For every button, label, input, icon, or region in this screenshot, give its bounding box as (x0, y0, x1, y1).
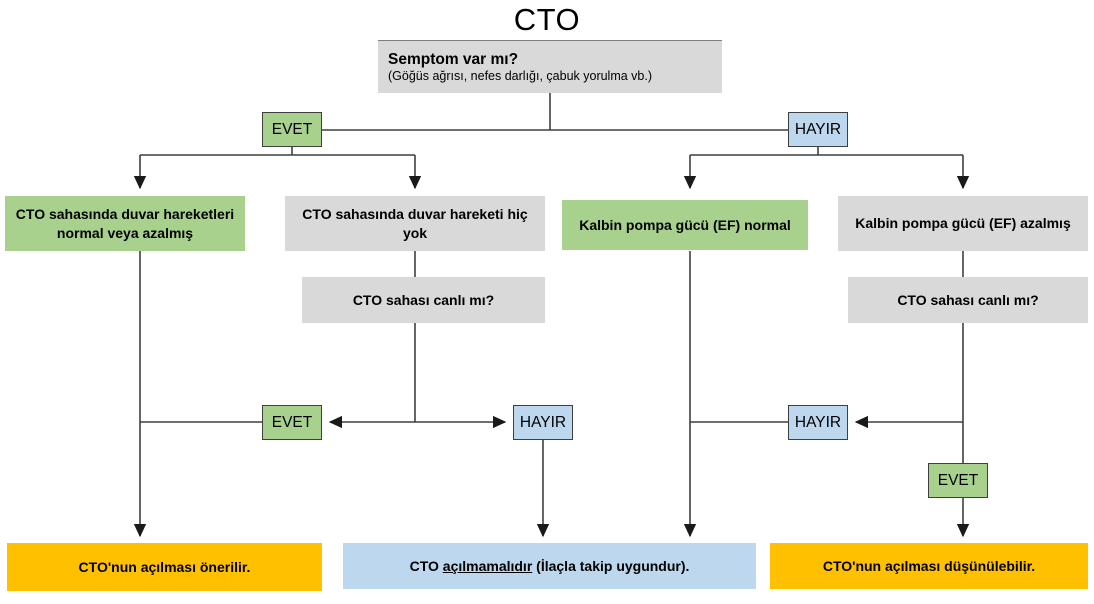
decision-tag-label: EVET (271, 413, 313, 431)
viability-question-left: CTO sahası canlı mı? (302, 277, 545, 323)
decision-tag-hayir-right[interactable]: HAYIR (788, 405, 848, 440)
branch-tag-hayir-top[interactable]: HAYIR (788, 112, 848, 147)
level2-box-1-label: CTO sahasında duvar hareketleri normal v… (15, 206, 235, 241)
level2-box-3: Kalbin pompa gücü (EF) normal (562, 200, 808, 250)
viability-question-right: CTO sahası canlı mı? (848, 277, 1088, 323)
branch-tag-label: EVET (271, 120, 313, 138)
level2-box-2-label: CTO sahasında duvar hareketi hiç yok (302, 206, 528, 241)
decision-tag-hayir-mid[interactable]: HAYIR (513, 405, 573, 440)
result-open-recommended-label: CTO'nun açılması önerilir. (78, 559, 251, 575)
result-open-recommended: CTO'nun açılması önerilir. (7, 543, 322, 591)
result-do-not-open: CTO açılmamalıdır (İlaçla takip uygundur… (343, 543, 756, 589)
decision-tag-label: HAYIR (794, 413, 842, 431)
level2-box-1: CTO sahasında duvar hareketleri normal v… (5, 196, 245, 251)
page-title: CTO (513, 2, 581, 37)
level2-box-2: CTO sahasında duvar hareketi hiç yok (285, 196, 545, 251)
level2-box-4-label: Kalbin pompa gücü (EF) azalmış (855, 215, 1071, 232)
level2-box-3-label: Kalbin pompa gücü (EF) normal (579, 216, 791, 233)
result-open-considerable: CTO'nun açılması düşünülebilir. (770, 543, 1088, 589)
root-question-box: Semptom var mı? (Göğüs ağrısı, nefes dar… (378, 41, 722, 93)
level2-box-4: Kalbin pompa gücü (EF) azalmış (838, 196, 1088, 251)
result-open-considerable-label: CTO'nun açılması düşünülebilir. (822, 558, 1036, 574)
top-divider-line (378, 40, 722, 41)
root-question-line1: Semptom var mı? (388, 50, 519, 68)
decision-tag-label: HAYIR (519, 413, 567, 431)
decision-tag-evet-left[interactable]: EVET (262, 405, 322, 440)
root-question-line2: (Göğüs ağrısı, nefes darlığı, çabuk yoru… (388, 68, 653, 83)
branch-tag-label: HAYIR (794, 120, 842, 138)
decision-tag-label: EVET (937, 471, 979, 489)
decision-tag-evet-right[interactable]: EVET (928, 463, 988, 498)
viability-question-left-label: CTO sahası canlı mı? (352, 291, 495, 308)
viability-question-right-label: CTO sahası canlı mı? (897, 291, 1039, 308)
result-prefix: CTO (409, 558, 443, 574)
result-do-not-open-label: CTO açılmamalıdır (İlaçla takip uygundur… (410, 558, 690, 574)
branch-tag-evet-top[interactable]: EVET (262, 112, 322, 147)
result-emphasis: açılmamalıdır (442, 558, 533, 574)
result-suffix: (İlaçla takip uygundur). (532, 558, 690, 574)
